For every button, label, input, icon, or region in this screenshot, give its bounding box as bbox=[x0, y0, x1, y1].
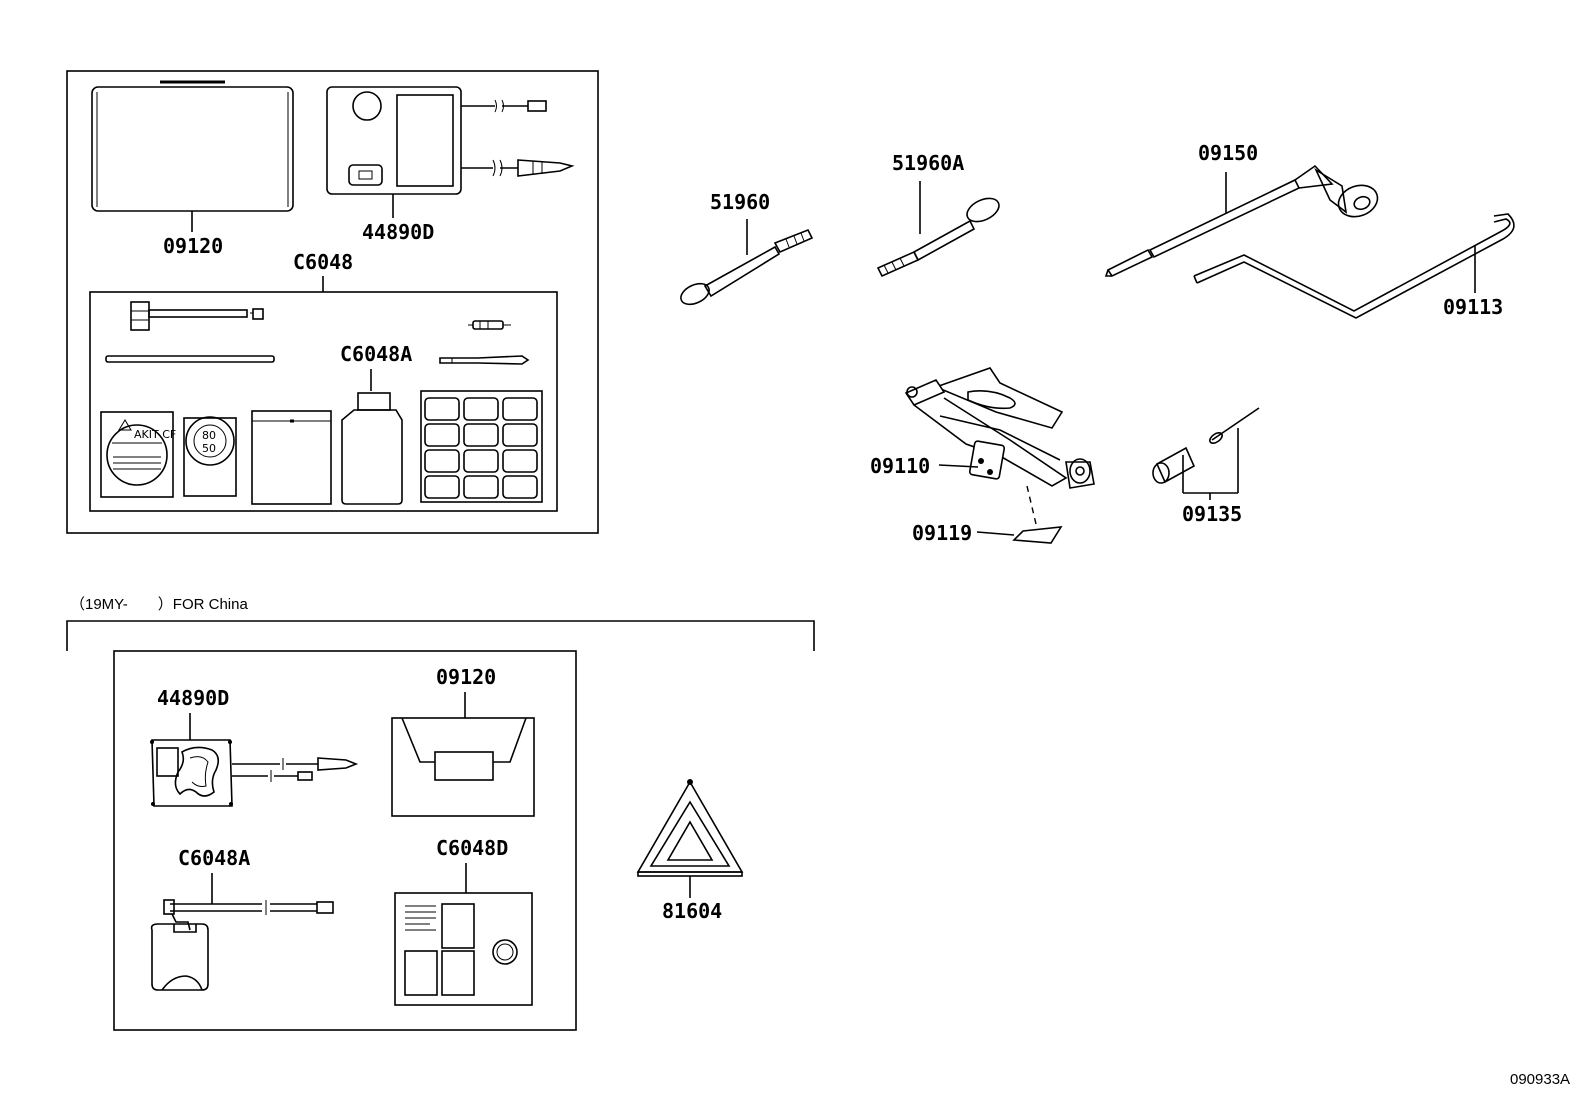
part-09119-pad-drawing bbox=[976, 485, 1063, 544]
label-09150: 09150 bbox=[1198, 141, 1258, 165]
section-bracket bbox=[66, 620, 815, 651]
section-note: （19MY- ）FOR China bbox=[70, 596, 248, 613]
label-09110: 09110 bbox=[870, 454, 930, 478]
label-51960a: 51960A bbox=[892, 151, 964, 175]
part-44890d-compressor-drawing bbox=[326, 86, 575, 218]
label-09135: 09135 bbox=[1182, 502, 1242, 526]
c6048-components-drawing: C6048A AKIT CF 80 50 bbox=[100, 301, 543, 505]
part-09120-china-drawing bbox=[391, 692, 535, 817]
china-kit-box bbox=[113, 650, 577, 1031]
label-c6048a-china: C6048A bbox=[178, 846, 250, 870]
part-09110-jack-drawing bbox=[904, 367, 1095, 489]
speed-sticker-bottom: 50 bbox=[202, 442, 216, 455]
part-09135-drawing bbox=[1152, 407, 1260, 500]
label-09120-top: 09120 bbox=[163, 234, 223, 258]
label-51960: 51960 bbox=[710, 190, 770, 214]
repair-kit-box: 09120 44890D C6048 bbox=[66, 70, 599, 534]
part-09113-handle-drawing bbox=[1193, 213, 1515, 319]
label-44890d-china: 44890D bbox=[157, 686, 229, 710]
label-c6048d-china: C6048D bbox=[436, 836, 508, 860]
svg-text:AKIT CF: AKIT CF bbox=[134, 428, 176, 441]
speed-sticker-top: 80 bbox=[202, 429, 216, 442]
label-09119: 09119 bbox=[912, 521, 972, 545]
part-09150-wrench-drawing bbox=[1104, 164, 1379, 278]
part-c6048d-china-drawing bbox=[394, 863, 533, 1006]
part-51960a-drawing bbox=[876, 181, 1000, 278]
label-44890d-top: 44890D bbox=[362, 220, 434, 244]
label-09120-china: 09120 bbox=[436, 665, 496, 689]
part-81604-triangle-drawing bbox=[636, 779, 744, 898]
label-09113: 09113 bbox=[1443, 295, 1503, 319]
part-09120-bag-drawing bbox=[91, 80, 294, 232]
label-c6048a-top: C6048A bbox=[340, 342, 412, 366]
part-c6048a-china-drawing bbox=[150, 873, 334, 991]
label-c6048: C6048 bbox=[293, 250, 353, 274]
figure-code: 090933A bbox=[1510, 1071, 1570, 1088]
part-44890d-china-drawing bbox=[150, 713, 359, 807]
part-51960-drawing bbox=[680, 219, 814, 306]
label-81604: 81604 bbox=[662, 899, 722, 923]
